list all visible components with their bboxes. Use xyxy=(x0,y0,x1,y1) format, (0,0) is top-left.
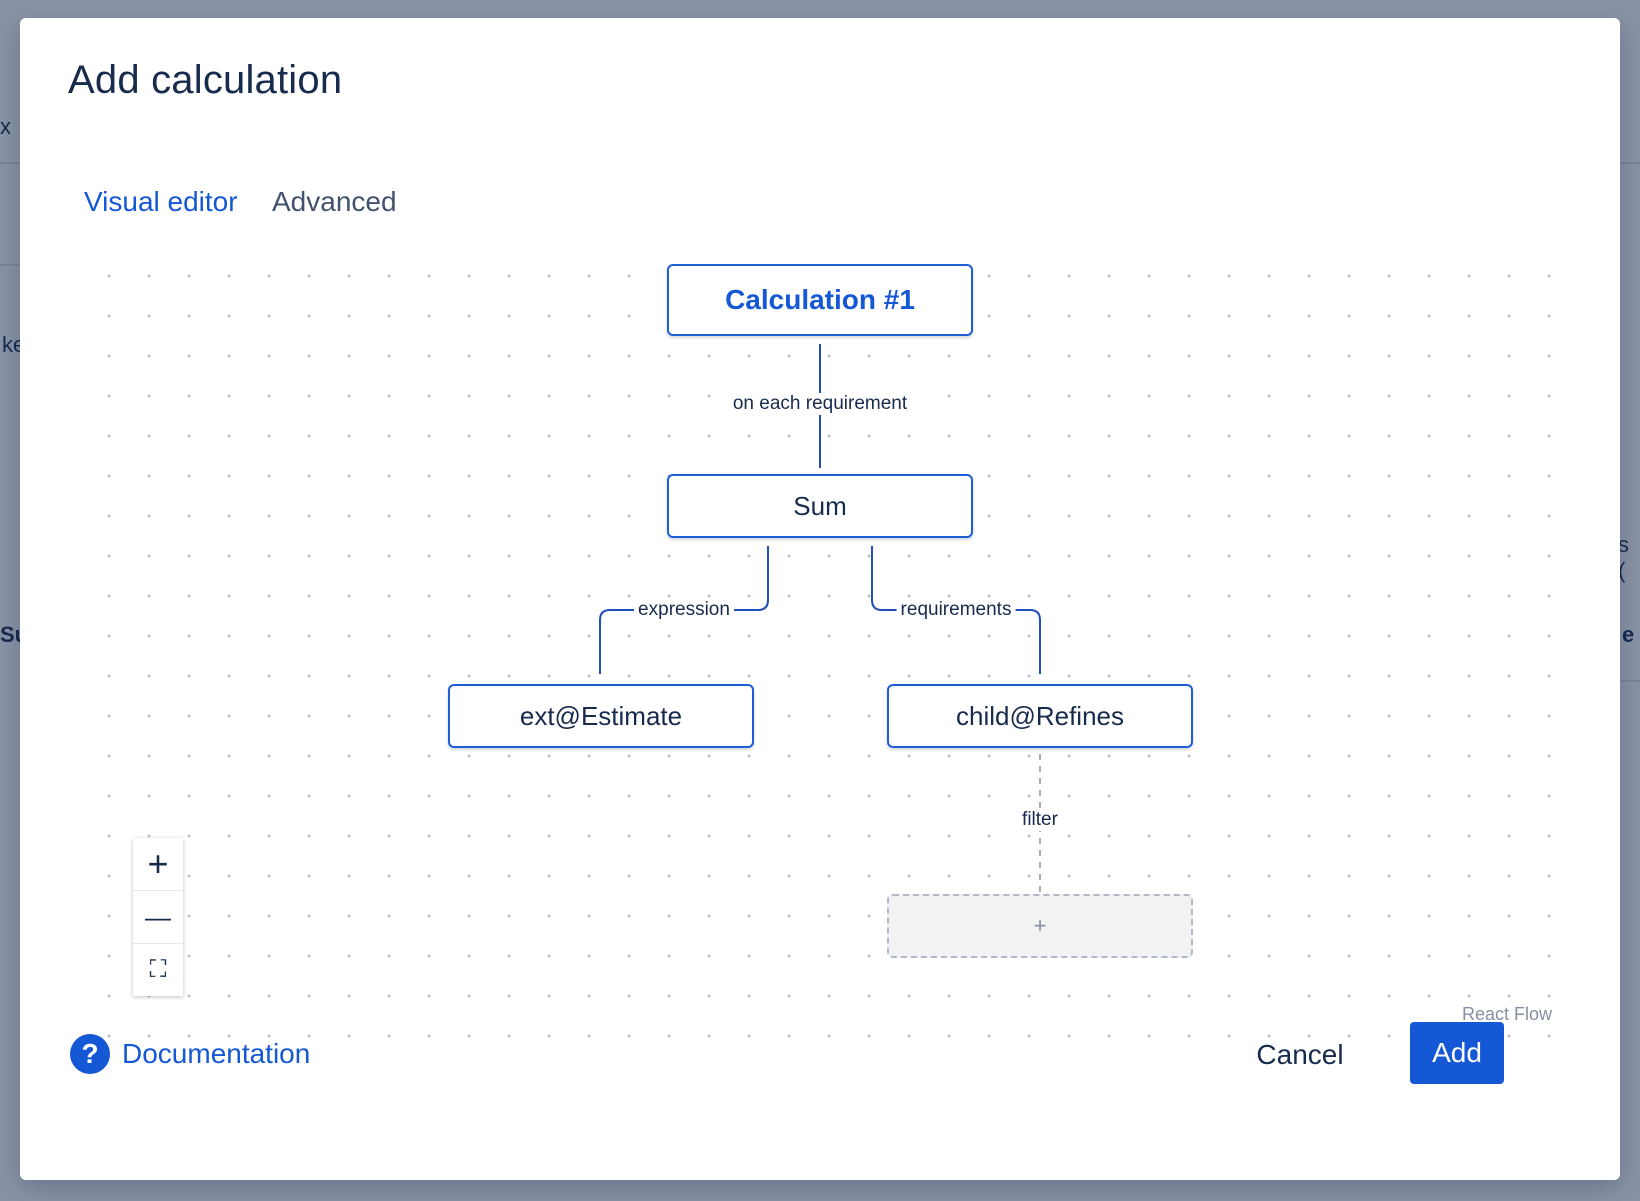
minus-icon: — xyxy=(145,901,171,932)
zoom-in-button[interactable]: + xyxy=(133,838,183,891)
node-ext-estimate[interactable]: ext@Estimate xyxy=(448,684,754,748)
plus-icon: + xyxy=(147,843,169,884)
edge-label-on-each-requirement: on each requirement xyxy=(728,393,912,415)
background-divider xyxy=(0,162,20,164)
background-divider xyxy=(1620,680,1640,682)
flow-canvas[interactable]: on each requirement expression requireme… xyxy=(84,240,1576,1040)
zoom-controls: + — ⛶ xyxy=(133,838,183,996)
background-text: ke xyxy=(2,332,26,357)
add-filter-node-button[interactable]: + xyxy=(887,894,1193,958)
tab-label: Advanced xyxy=(272,186,397,217)
node-calculation[interactable]: Calculation #1 xyxy=(667,264,973,336)
zoom-out-button[interactable]: — xyxy=(133,891,183,944)
background-text: x xyxy=(0,114,11,139)
flow-edges xyxy=(599,344,1041,892)
background-divider xyxy=(1620,162,1640,164)
node-child-refines[interactable]: child@Refines xyxy=(887,684,1193,748)
node-sum[interactable]: Sum xyxy=(667,474,973,538)
cancel-button[interactable]: Cancel xyxy=(1240,1028,1360,1082)
background-text: e xyxy=(1622,622,1635,647)
documentation-link[interactable]: ? Documentation xyxy=(70,1032,310,1076)
background-divider xyxy=(0,264,20,266)
tab-bar: Visual editor Advanced xyxy=(84,164,1576,244)
edge-label-requirements: requirements xyxy=(896,599,1016,621)
edge-label-expression: expression xyxy=(634,599,734,621)
tab-label: Visual editor xyxy=(84,186,238,217)
tab-advanced[interactable]: Advanced xyxy=(272,186,397,218)
add-button[interactable]: Add xyxy=(1410,1022,1504,1084)
edge-label-filter: filter xyxy=(1018,809,1062,831)
help-icon: ? xyxy=(70,1034,110,1074)
background-text: s ( xyxy=(1618,532,1629,583)
fit-view-icon: ⛶ xyxy=(149,956,167,983)
documentation-label: Documentation xyxy=(122,1038,311,1069)
dialog-title: Add calculation xyxy=(68,58,343,102)
tab-visual-editor[interactable]: Visual editor xyxy=(84,186,238,218)
add-calculation-dialog: Add calculation Visual editor Advanced o… xyxy=(20,18,1620,1180)
fit-view-button[interactable]: ⛶ xyxy=(133,944,183,996)
